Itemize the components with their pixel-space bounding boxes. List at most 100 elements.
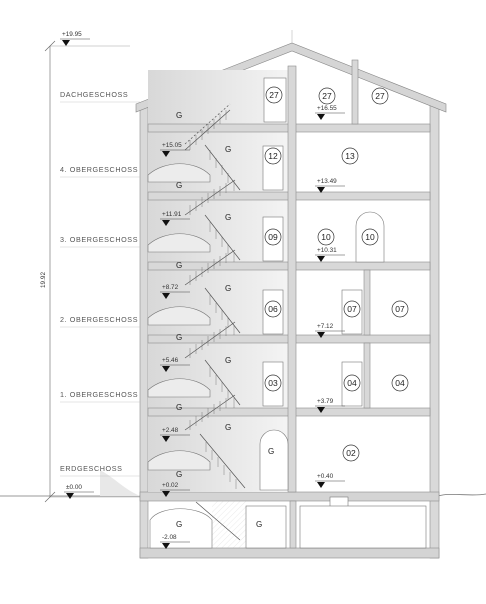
level-marker-flat: +0.40 [315, 473, 345, 488]
g-label: G [176, 181, 182, 190]
level-marker-flat: +7.12 [315, 323, 345, 338]
internal-walls [287, 59, 371, 549]
svg-text:+11.91: +11.91 [162, 211, 182, 218]
svg-text:+8.72: +8.72 [162, 284, 179, 291]
floor-lines [60, 101, 140, 477]
level-marker-stair: -2.08 [160, 534, 190, 549]
level-marker-stair: +8.72 [160, 284, 190, 299]
room-number: 06 [264, 300, 282, 318]
g-label: G [225, 213, 231, 222]
level-marker-stair: +5.46 [160, 357, 190, 372]
g-label: G [176, 470, 182, 479]
g-label: G [225, 423, 231, 432]
floor-labels: DACHGESCHOSS 4. OBERGESCHOSS 3. OBERGESCHO… [60, 90, 138, 473]
g-label: G [176, 403, 182, 412]
svg-text:+0.02: +0.02 [162, 482, 179, 489]
level-marker-zero: ±0.00 [64, 484, 94, 499]
basement-slab [139, 547, 440, 559]
stair-balusters [189, 110, 237, 489]
svg-text:±0.00: ±0.00 [66, 484, 82, 491]
level-marker-stair: +2.48 [160, 427, 190, 442]
svg-text:-2.08: -2.08 [162, 534, 177, 541]
svg-text:10: 10 [365, 232, 375, 242]
room-number: 04 [391, 374, 409, 392]
room-number: 10 [317, 228, 335, 246]
svg-text:+2.48: +2.48 [162, 427, 179, 434]
basement-hatch [212, 501, 246, 548]
floor-label: DACHGESCHOSS [60, 90, 128, 99]
g-label: G [225, 145, 231, 154]
svg-text:+10.31: +10.31 [317, 247, 337, 254]
floor-label: 2. OBERGESCHOSS [60, 315, 138, 324]
svg-text:02: 02 [346, 448, 356, 458]
building-wall-left [139, 103, 149, 559]
svg-text:27: 27 [322, 91, 332, 101]
stair-hall [148, 70, 290, 492]
level-markers: +19.95 ±0.00 +15.05 +11.91 +8.72 +5.46 +2.48 +0… [60, 31, 345, 549]
room-number: 07 [391, 300, 409, 318]
svg-text:+16.55: +16.55 [317, 105, 337, 112]
terrain-shading [100, 470, 140, 496]
g-labels: G G G G G G G G G G G G G G [176, 111, 274, 529]
svg-text:+5.46: +5.46 [162, 357, 179, 364]
room-number: 12 [264, 147, 282, 165]
room-number: 04 [343, 374, 361, 392]
room-number: 02 [342, 444, 360, 462]
level-marker-stair: +11.91 [160, 211, 190, 226]
svg-text:13: 13 [345, 151, 355, 161]
svg-text:04: 04 [395, 378, 405, 388]
room-number: 27 [265, 86, 283, 104]
svg-text:07: 07 [347, 304, 357, 314]
level-marker-stair: +0.02 [160, 482, 190, 497]
floor-label: 3. OBERGESCHOSS [60, 235, 138, 244]
svg-text:+13.49: +13.49 [317, 178, 337, 185]
svg-text:04: 04 [347, 378, 357, 388]
g-label: G [225, 284, 231, 293]
g-label: G [176, 333, 182, 342]
room-number: 10 [361, 228, 379, 246]
room-numbers: 27 27 27 12 13 09 10 10 06 07 07 03 04 04 02 [264, 86, 409, 462]
g-label: G [176, 111, 182, 120]
floor-label: ERDGESCHOSS [60, 464, 123, 473]
g-label: G [176, 261, 182, 270]
ground-slab [139, 491, 440, 502]
level-marker-flat: +3.79 [315, 398, 345, 413]
overall-dimension: 19.92 [40, 272, 47, 288]
level-marker-flat: +16.55 [315, 105, 345, 120]
room-number: 09 [264, 228, 282, 246]
g-label: G [256, 520, 262, 529]
svg-text:+7.12: +7.12 [317, 323, 334, 330]
svg-text:12: 12 [268, 151, 278, 161]
g-label: G [268, 447, 274, 456]
level-marker-flat: +13.49 [315, 178, 345, 193]
svg-text:+15.05: +15.05 [162, 142, 182, 149]
svg-text:+19.95: +19.95 [62, 31, 82, 38]
landing-vaults [147, 163, 211, 471]
room-number: 03 [264, 374, 282, 392]
svg-text:+3.79: +3.79 [317, 398, 334, 405]
basement-arches [149, 505, 427, 549]
level-marker-top: +19.95 [60, 31, 90, 46]
room-number: 27 [371, 87, 389, 105]
level-marker-flat: +10.31 [315, 247, 345, 262]
stair-flights [184, 103, 246, 541]
svg-text:10: 10 [321, 232, 331, 242]
building-wall-right [429, 103, 440, 559]
floor-label: 1. OBERGESCHOSS [60, 390, 138, 399]
level-marker-stair: +15.05 [160, 142, 190, 157]
room-number: 07 [343, 300, 361, 318]
room-number: 27 [318, 87, 336, 105]
floor-label: 4. OBERGESCHOSS [60, 165, 138, 174]
svg-text:27: 27 [375, 91, 385, 101]
g-label: G [176, 520, 182, 529]
svg-text:06: 06 [268, 304, 278, 314]
room-number: 13 [341, 147, 359, 165]
svg-text:03: 03 [268, 378, 278, 388]
g-label: G [225, 356, 231, 365]
svg-text:27: 27 [269, 90, 279, 100]
svg-text:07: 07 [395, 304, 405, 314]
dimension-chain [44, 40, 140, 503]
svg-text:+0.40: +0.40 [317, 473, 334, 480]
